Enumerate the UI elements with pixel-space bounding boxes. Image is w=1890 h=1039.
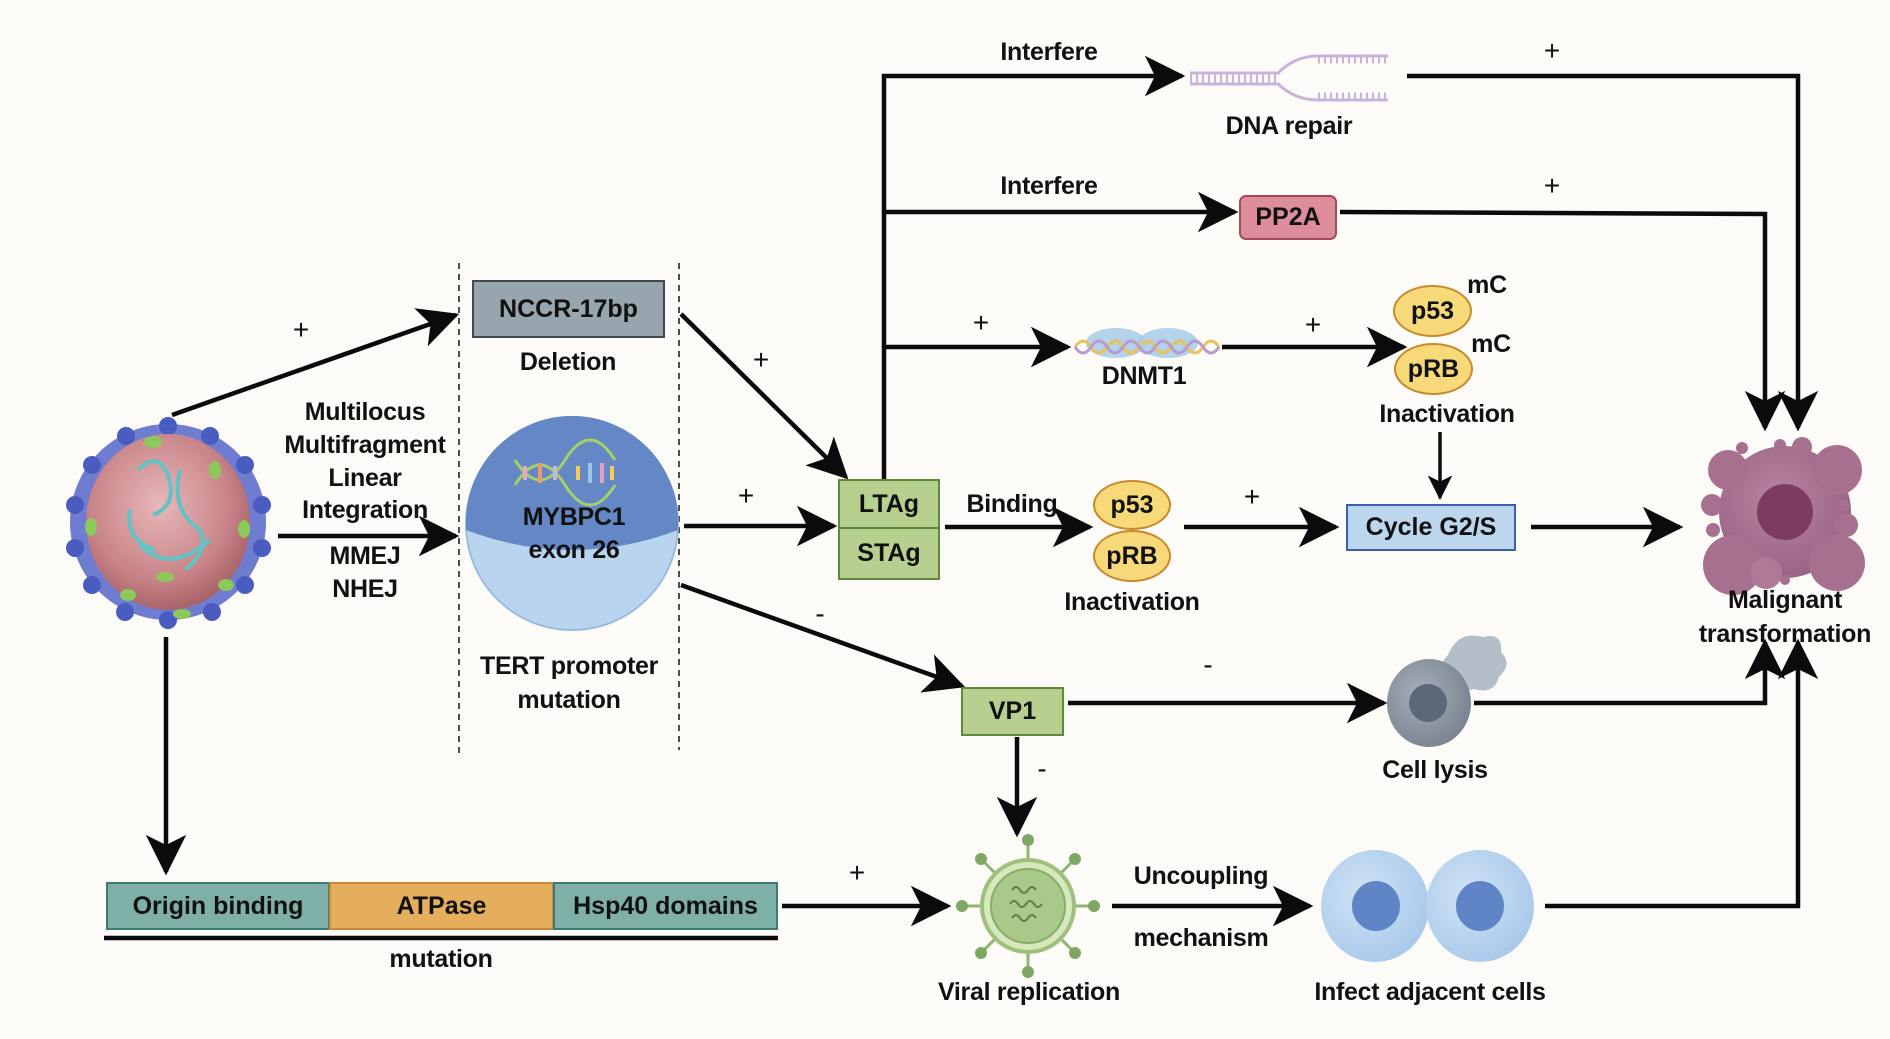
sign-vp1-replication: - [1037,753,1047,784]
paired-cells-icon [1321,850,1534,962]
edge-lysis-malignant [1474,638,1786,706]
uncoupling-line-1: Uncoupling [1133,862,1269,890]
infect-label: Infect adjacent cells [1314,978,1546,1006]
mc-mark-p53: mC [1467,271,1507,299]
edge-virus-nccr [171,308,460,418]
dna-helix-icon [513,438,617,507]
malignant-line-1: Malignant [1728,586,1842,614]
domain-atpase-label: ATPase [396,891,487,920]
nccr-box: NCCR-17bp [472,280,665,338]
mc-mark-prb: mC [1471,330,1511,358]
polyomavirus-particle-icon [66,417,271,629]
sign-mybpc1-ltag: + [737,480,755,511]
pp2a-box: PP2A [1239,195,1337,240]
interfere-label-pp2a: Interfere [1000,172,1098,200]
vp1-box: VP1 [961,687,1064,736]
integration-line-4: Integration [302,496,428,524]
prb-methylated: pRB [1394,343,1473,395]
sign-dnarepair-malignant: + [1543,35,1561,66]
integration-line-1: Multilocus [304,398,426,426]
domain-origin-binding-label: Origin binding [132,891,304,920]
domain-hsp40-label: Hsp40 domains [573,891,758,920]
cell-lysis-label: Cell lysis [1382,756,1488,784]
ltag-box: LTAg [838,479,940,529]
nhej-label: NHEJ [332,575,398,603]
ltag-label: LTAg [858,489,920,518]
interfere-label-dna: Interfere [1000,38,1098,66]
prb-bound: pRB [1093,530,1171,582]
malignant-line-2: transformation [1698,620,1872,648]
sign-nccr-ltag: + [752,344,770,375]
pp2a-label: PP2A [1255,203,1321,231]
stag-label: STAg [857,539,921,567]
binding-label: Binding [966,490,1058,518]
sign-dnmt1-p53: + [1304,309,1322,340]
dna-fork-icon [1190,54,1388,102]
p53-bound-label: p53 [1110,490,1154,519]
edge-ltag-trunk [881,55,1186,479]
lysing-cell-icon [1387,635,1507,747]
cycle-box: Cycle G2/S [1346,504,1516,551]
dna-repair-label: DNA repair [1225,112,1353,140]
mybpc1-sphere-icon [465,416,679,631]
p53-methylated-label: p53 [1410,296,1455,325]
mmej-label: MMEJ [329,542,401,570]
exon26-label: exon 26 [528,536,620,564]
mybpc1-label: MYBPC1 [522,503,626,531]
mutation-label: mutation [389,945,493,973]
domain-origin-binding: Origin binding [106,882,330,930]
sign-pp2a-malignant: + [1543,170,1561,201]
inactivation-top-label: Inactivation [1379,400,1515,428]
dnmt1-dna-icon [1073,328,1221,358]
integration-line-2: Multifragment [284,431,446,459]
sign-virus-nccr: + [292,314,310,345]
sign-ltag-dnmt1: + [972,307,990,338]
vp1-label: VP1 [988,697,1037,725]
sign-p53-cycle: + [1243,481,1261,512]
integration-line-3: Linear [328,464,402,492]
edge-pp2a-malignant [1339,209,1786,432]
nccr-label: NCCR-17bp [499,294,638,323]
sign-mybpc1-vp1: - [815,598,825,629]
viral-replication-label: Viral replication [937,978,1121,1006]
stag-box: STAg [838,527,940,580]
inactivation-mid-label: Inactivation [1064,588,1200,616]
prb-methylated-label: pRB [1407,354,1460,383]
prb-bound-label: pRB [1106,541,1158,570]
p53-bound: p53 [1093,480,1171,530]
virion-icon [956,834,1100,978]
deletion-label: Deletion [519,348,617,376]
edge-mybpc1-vp1 [680,582,966,693]
domain-atpase: ATPase [329,882,554,930]
tert-line-2: mutation [517,686,621,714]
edge-nccr-ltag [679,312,849,480]
cycle-label: Cycle G2/S [1365,513,1497,541]
edge-dnarepair-malignant [1407,73,1819,432]
sign-domains-replication: + [848,857,866,888]
uncoupling-line-2: mechanism [1133,924,1269,952]
edge-infect-malignant [1545,638,1819,909]
domain-hsp40: Hsp40 domains [553,882,778,930]
dnmt1-label: DNMT1 [1101,362,1187,390]
tert-line-1: TERT promoter [479,652,659,680]
tumor-cell-icon [1701,437,1865,595]
sign-vp1-lysis: - [1203,649,1213,680]
p53-methylated: p53 [1393,285,1472,337]
